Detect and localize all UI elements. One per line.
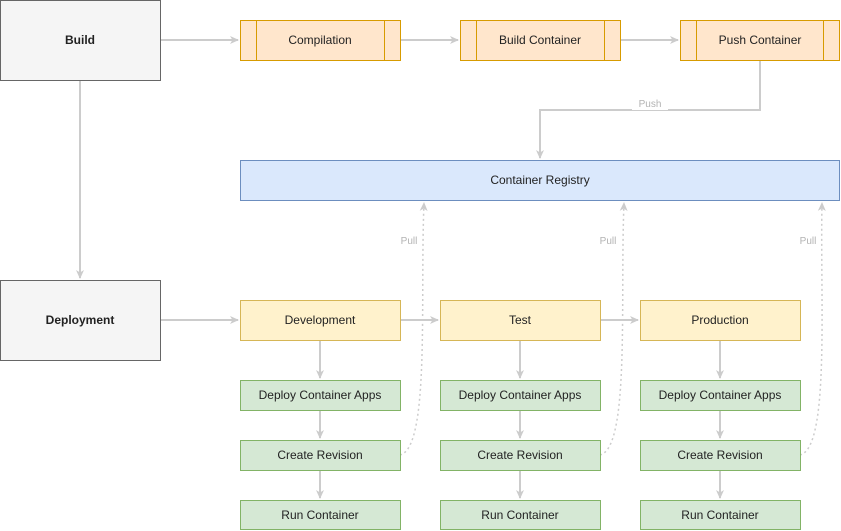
step-deploy-prod-label: Deploy Container Apps — [659, 388, 782, 402]
step-run-prod-label: Run Container — [681, 508, 758, 522]
step-run-container-dev[interactable]: Run Container — [240, 500, 401, 530]
step-deploy-container-apps-prod[interactable]: Deploy Container Apps — [640, 380, 801, 411]
stage-deployment-label: Deployment — [46, 313, 115, 327]
edge-label-pull-dev: Pull — [401, 236, 418, 247]
step-deploy-test-label: Deploy Container Apps — [459, 388, 582, 402]
step-create-revision-prod[interactable]: Create Revision — [640, 440, 801, 471]
step-deploy-container-apps-dev[interactable]: Deploy Container Apps — [240, 380, 401, 411]
env-test-label: Test — [509, 313, 532, 327]
env-test[interactable]: Test — [440, 300, 601, 341]
step-revision-test-label: Create Revision — [477, 448, 562, 462]
container-registry-label: Container Registry — [490, 173, 589, 187]
step-revision-prod-label: Create Revision — [677, 448, 762, 462]
edges — [76, 36, 826, 499]
process-compilation-label: Compilation — [288, 33, 351, 47]
env-development[interactable]: Development — [240, 300, 401, 341]
process-build-container[interactable]: Build Container — [460, 20, 621, 61]
process-compilation[interactable]: Compilation — [240, 20, 401, 61]
stage-build[interactable]: Build — [0, 0, 161, 81]
container-registry[interactable]: Container Registry — [240, 160, 840, 201]
process-push-container[interactable]: Push Container — [680, 20, 840, 61]
edge-label-pull-test: Pull — [600, 236, 617, 247]
process-build-container-label: Build Container — [499, 33, 581, 47]
env-production[interactable]: Production — [640, 300, 801, 341]
step-run-dev-label: Run Container — [281, 508, 358, 522]
env-production-label: Production — [691, 313, 748, 327]
step-revision-dev-label: Create Revision — [277, 448, 362, 462]
stage-deployment[interactable]: Deployment — [0, 280, 161, 361]
step-create-revision-dev[interactable]: Create Revision — [240, 440, 401, 471]
step-run-container-prod[interactable]: Run Container — [640, 500, 801, 530]
step-deploy-container-apps-test[interactable]: Deploy Container Apps — [440, 380, 601, 411]
step-create-revision-test[interactable]: Create Revision — [440, 440, 601, 471]
process-push-container-label: Push Container — [719, 33, 802, 47]
step-run-container-test[interactable]: Run Container — [440, 500, 601, 530]
stage-build-label: Build — [65, 33, 95, 47]
edge-label-push: Push — [639, 99, 662, 110]
step-run-test-label: Run Container — [481, 508, 558, 522]
env-development-label: Development — [285, 313, 356, 327]
edge-labels: Push Pull Pull Pull — [401, 96, 817, 247]
step-deploy-dev-label: Deploy Container Apps — [259, 388, 382, 402]
edge-label-pull-prod: Pull — [800, 236, 817, 247]
